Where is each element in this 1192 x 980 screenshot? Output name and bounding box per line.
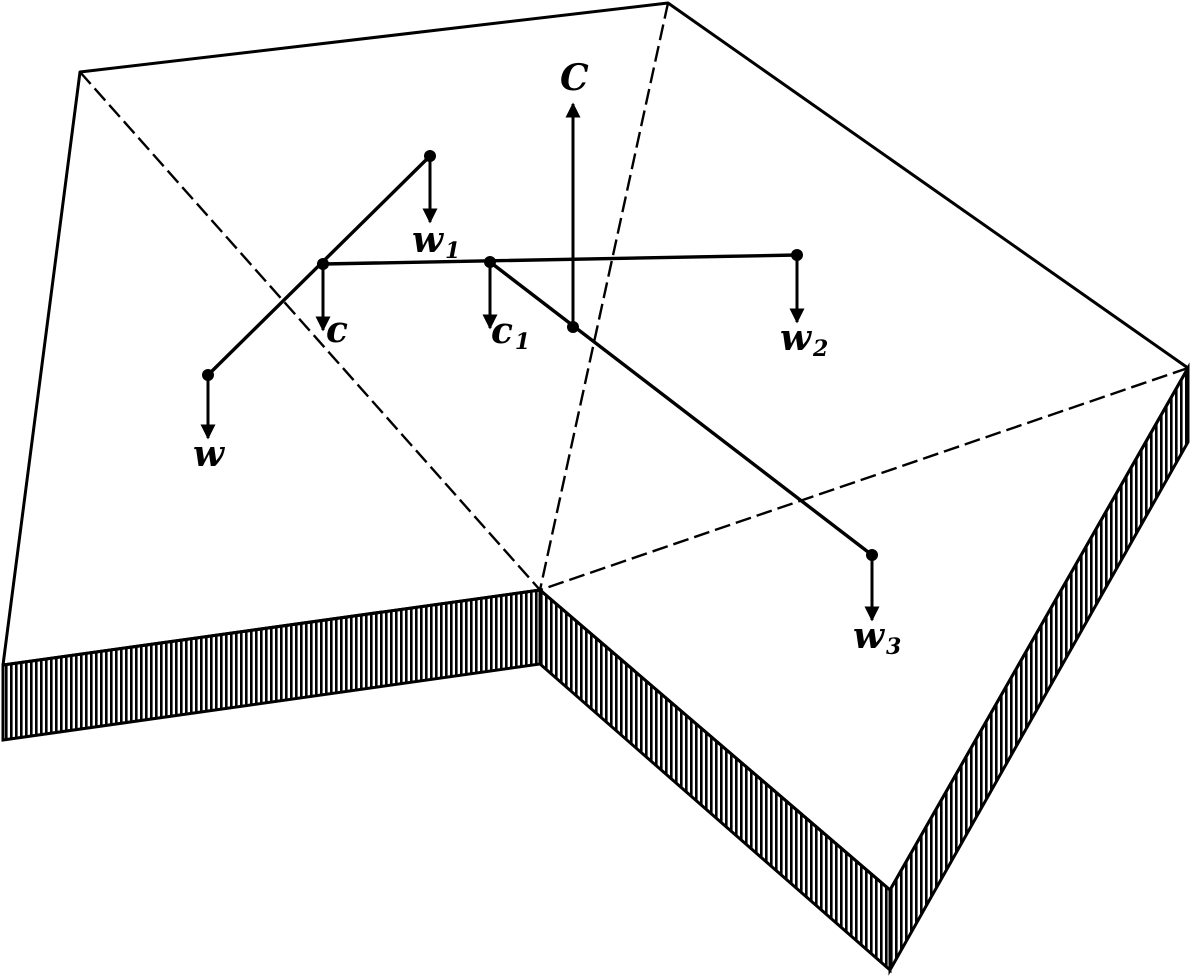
label-w: w	[193, 433, 226, 475]
label-C: C	[560, 57, 589, 99]
plate-right-face	[888, 362, 1190, 976]
plate-front-left-face	[1, 588, 542, 742]
label-c1: c1	[491, 310, 530, 355]
label-w2: w2	[780, 317, 828, 362]
label-w1: w1	[412, 219, 460, 264]
label-w3: w3	[853, 615, 901, 660]
dashed-diagonal-left	[79, 71, 541, 591]
dashed-diagonal-right	[539, 366, 1189, 592]
lever-c1-w3	[488, 260, 874, 557]
label-c: c	[326, 309, 348, 351]
dashed-diagonal-top	[538, 2, 670, 591]
lever-c-w2	[321, 253, 799, 266]
plate-front-right-face	[538, 586, 892, 974]
